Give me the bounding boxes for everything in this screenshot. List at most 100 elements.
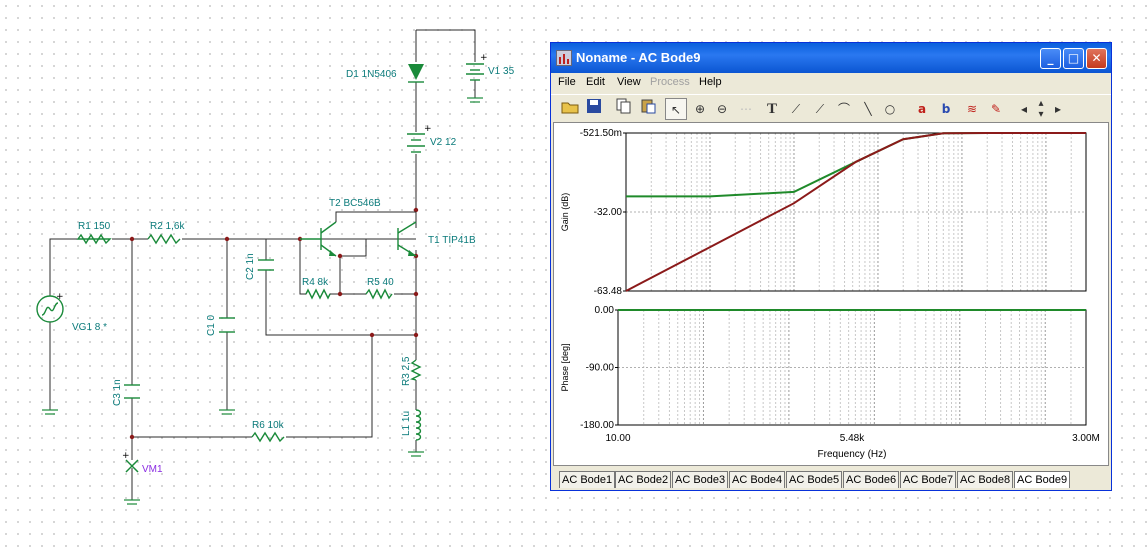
voltmeter-vm1-symbol[interactable]: + xyxy=(122,451,139,473)
label-r6: R6 10k xyxy=(252,420,285,431)
resistor-r6-symbol[interactable] xyxy=(251,431,285,443)
scroll-updown-icon[interactable]: ▴▾ xyxy=(1038,98,1044,120)
grid-icon: ⋯ xyxy=(740,102,752,116)
svg-text:+: + xyxy=(56,292,64,302)
bode-window: Noname - AC Bode9 _ □ ✕ File Edit View P… xyxy=(550,42,1112,491)
y-axis-label: Phase [deg] xyxy=(560,343,570,391)
app-icon xyxy=(556,50,572,66)
series-line-2 xyxy=(625,132,1086,292)
label-r5: R5 40 xyxy=(367,277,394,288)
pointer-icon[interactable]: ↖ xyxy=(665,98,687,120)
scroll-right-icon[interactable]: ▸ xyxy=(1054,102,1062,116)
tab-ac-bode5[interactable]: AC Bode5 xyxy=(786,471,843,488)
label-t2: T2 BC546B xyxy=(329,198,381,209)
text-icon[interactable]: T xyxy=(766,101,777,117)
ground-symbols xyxy=(42,97,483,505)
save-icon[interactable] xyxy=(583,98,605,120)
resistor-r4-symbol[interactable] xyxy=(305,288,331,300)
tab-ac-bode4[interactable]: AC Bode4 xyxy=(729,471,786,488)
resistor-r5-symbol[interactable] xyxy=(365,288,393,300)
tab-ac-bode3[interactable]: AC Bode3 xyxy=(672,471,729,488)
junction-dots xyxy=(129,207,419,440)
resistor-r3-symbol[interactable] xyxy=(409,359,422,381)
y-axis-label: Gain (dB) xyxy=(560,193,570,232)
window-title: Noname - AC Bode9 xyxy=(576,50,701,65)
maximize-button[interactable]: □ xyxy=(1063,48,1084,69)
signal-source-vg1[interactable]: + xyxy=(36,292,64,323)
copy-icon[interactable] xyxy=(613,98,635,120)
title-bar[interactable]: Noname - AC Bode9 _ □ ✕ xyxy=(551,43,1111,73)
cursor-b-icon[interactable]: b xyxy=(941,102,951,116)
resistor-r2-symbol[interactable] xyxy=(147,233,181,245)
y-tick-label: 0.00 xyxy=(595,305,615,316)
picker-icon[interactable]: ✎ xyxy=(990,102,1002,116)
bode-plot-area[interactable]: -521.50m -32.00 -63.48 Gain (dB) 0.00 -90.00 -… xyxy=(553,122,1109,466)
x-tick-label: 3.00M xyxy=(1072,433,1100,444)
schematic-canvas[interactable]: + + + + R1 1 xyxy=(0,0,540,551)
label-c1: C1 0 xyxy=(206,314,217,336)
diode-d1-symbol[interactable] xyxy=(408,64,424,83)
tangent2-icon[interactable]: ⟋ xyxy=(815,102,825,116)
capacitor-c3-symbol[interactable] xyxy=(124,384,140,399)
battery-v2-symbol[interactable]: + xyxy=(407,124,432,153)
svg-text:+: + xyxy=(122,451,130,461)
y-tick-label: -63.48 xyxy=(594,286,623,297)
menu-process: Process xyxy=(650,76,690,88)
circle-icon[interactable]: ○ xyxy=(884,102,896,116)
label-vg1: VG1 8 * xyxy=(72,322,107,333)
close-button[interactable]: ✕ xyxy=(1086,48,1107,69)
label-r4: R4 8k xyxy=(302,277,329,288)
tangent-icon[interactable]: ⟋ xyxy=(791,102,801,116)
toolbar: ↖ ⊕ ⊖ ⋯ T ⟋ ⟋ ⌒ ╲ ○ a b ≋ ✎ ◂ ▴▾ ▸ xyxy=(551,94,1111,124)
tab-ac-bode8[interactable]: AC Bode8 xyxy=(957,471,1014,488)
menu-bar: File Edit View Process Help xyxy=(551,73,1111,93)
capacitor-c1-symbol[interactable] xyxy=(219,317,235,333)
x-tick-label: 5.48k xyxy=(840,433,865,444)
tab-ac-bode1[interactable]: AC Bode1 xyxy=(559,471,616,488)
transistor-t2-symbol[interactable] xyxy=(300,211,416,257)
y-tick-label: -32.00 xyxy=(594,207,623,218)
y-tick-label: -521.50m xyxy=(580,128,622,139)
svg-text:+: + xyxy=(480,53,488,63)
scroll-left-icon[interactable]: ◂ xyxy=(1020,102,1028,116)
menu-file[interactable]: File xyxy=(558,76,576,88)
zoom-100-icon[interactable]: ⊖ xyxy=(716,102,728,116)
zoom-in-icon[interactable]: ⊕ xyxy=(694,102,706,116)
y-tick-label: -90.00 xyxy=(586,363,615,374)
label-d1: D1 1N5406 xyxy=(346,69,397,80)
battery-v1-symbol[interactable]: + xyxy=(466,53,488,81)
x-axis-label: Frequency (Hz) xyxy=(818,449,887,460)
bode-chart[interactable]: -521.50m -32.00 -63.48 Gain (dB) 0.00 -90.00 -… xyxy=(554,123,1108,465)
series-line-1 xyxy=(626,132,1086,198)
label-l1: L1 1u xyxy=(401,411,412,436)
inductor-l1-symbol[interactable] xyxy=(415,409,422,441)
label-c2: C2 1n xyxy=(245,253,256,280)
transistor-t1-symbol[interactable] xyxy=(397,221,417,257)
smooth-icon[interactable]: ≋ xyxy=(966,102,978,116)
label-v2: V2 12 xyxy=(430,137,457,148)
label-v1: V1 35 xyxy=(488,66,515,77)
resistor-r1-symbol[interactable] xyxy=(76,233,112,245)
label-vm1: VM1 xyxy=(142,464,163,475)
tab-ac-bode9[interactable]: AC Bode9 xyxy=(1014,471,1071,488)
tab-ac-bode6[interactable]: AC Bode6 xyxy=(843,471,900,488)
menu-help[interactable]: Help xyxy=(699,76,722,88)
curve-icon[interactable]: ⌒ xyxy=(837,102,850,116)
paste-icon[interactable] xyxy=(637,98,659,120)
capacitor-c2-symbol[interactable] xyxy=(258,259,274,271)
tab-ac-bode7[interactable]: AC Bode7 xyxy=(900,471,957,488)
tab-ac-bode2[interactable]: AC Bode2 xyxy=(615,471,672,488)
label-r3: R3 2,5 xyxy=(401,356,412,386)
label-t1: T1 TIP41B xyxy=(428,235,476,246)
label-r1: R1 150 xyxy=(78,221,111,232)
cursor-a-icon[interactable]: a xyxy=(917,102,927,116)
y-tick-label: -180.00 xyxy=(580,420,614,431)
menu-edit[interactable]: Edit xyxy=(586,76,605,88)
label-c3: C3 1n xyxy=(112,379,123,406)
line-icon[interactable]: ╲ xyxy=(864,102,872,116)
open-icon[interactable] xyxy=(559,98,581,120)
minimize-button[interactable]: _ xyxy=(1040,48,1061,69)
x-tick-label: 10.00 xyxy=(605,433,630,444)
svg-text:+: + xyxy=(424,124,432,134)
menu-view[interactable]: View xyxy=(617,76,641,88)
